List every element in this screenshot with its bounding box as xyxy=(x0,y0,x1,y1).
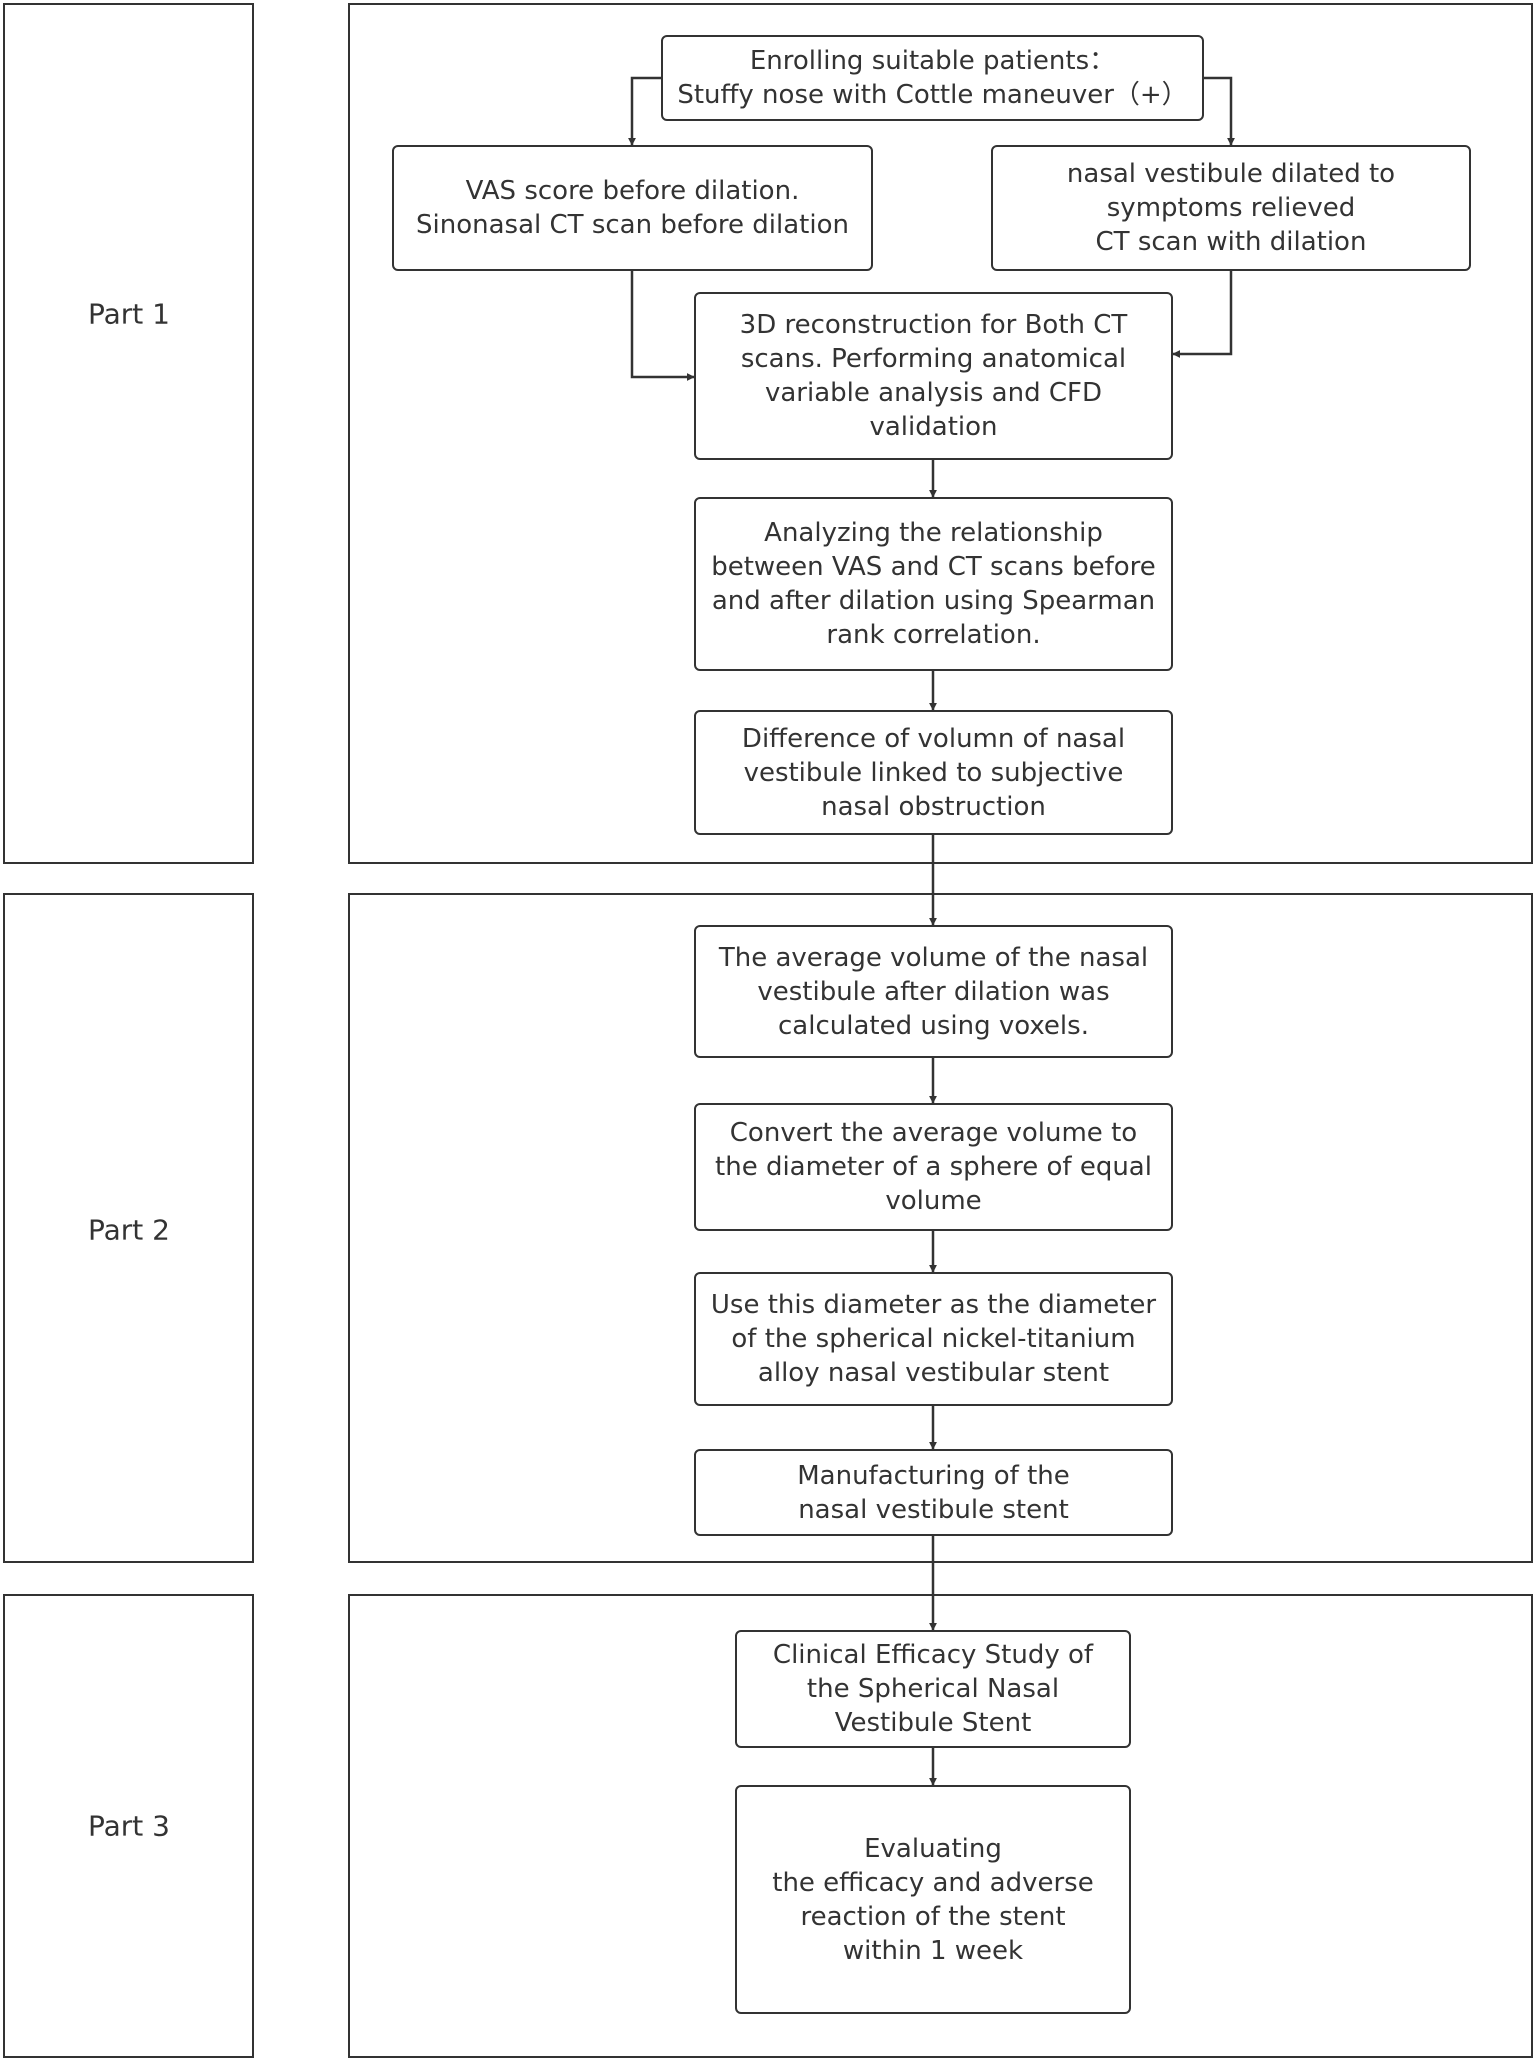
3d-reconstruction-box: 3D reconstruction for Both CT scans. Per… xyxy=(694,292,1173,460)
use-diameter-text: Use this diameter as the diameter of the… xyxy=(710,1290,1157,1388)
average-volume-box: The average volume of the nasal vestibul… xyxy=(694,925,1173,1058)
part2-label-panel xyxy=(3,893,254,1563)
clinical-efficacy-text: Clinical Efficacy Study of the Spherical… xyxy=(772,1640,1094,1738)
vas-before-dilation-text: VAS score before dilation. Sinonasal CT … xyxy=(416,176,849,240)
volume-difference-text: Difference of volumn of nasal vestibule … xyxy=(741,723,1126,822)
manufacturing-box: Manufacturing of the nasal vestibule ste… xyxy=(694,1449,1173,1536)
clinical-efficacy-box: Clinical Efficacy Study of the Spherical… xyxy=(735,1630,1131,1748)
part3-label-panel xyxy=(3,1594,254,2058)
evaluate-efficacy-text: Evaluating the efficacy and adverse reac… xyxy=(772,1833,1094,1966)
part2-label: Part 2 xyxy=(88,1213,170,1247)
part3-label: Part 3 xyxy=(88,1809,170,1843)
convert-diameter-text: Convert the average volume to the diamet… xyxy=(715,1118,1152,1216)
arrow-enroll-to-dilated xyxy=(1204,76,1235,146)
vas-before-dilation-box: VAS score before dilation. Sinonasal CT … xyxy=(392,145,873,271)
convert-diameter-box: Convert the average volume to the diamet… xyxy=(694,1103,1173,1231)
evaluate-efficacy-box: Evaluating the efficacy and adverse reac… xyxy=(735,1785,1131,2014)
vestibule-dilated-box: nasal vestibule dilated to symptoms reli… xyxy=(991,145,1471,271)
part1-label: Part 1 xyxy=(88,297,170,331)
3d-reconstruction-text: 3D reconstruction for Both CT scans. Per… xyxy=(739,310,1128,442)
analyze-relationship-text: Analyzing the relationship between VAS a… xyxy=(711,518,1156,650)
manufacturing-text: Manufacturing of the nasal vestibule ste… xyxy=(797,1460,1070,1525)
enroll-patients-text: Enrolling suitable patients： Stuffy nose… xyxy=(677,46,1188,110)
vestibule-dilated-text: nasal vestibule dilated to symptoms reli… xyxy=(1066,159,1396,257)
part1-label-panel xyxy=(3,3,254,864)
arrow-vas-to-recon xyxy=(630,271,695,381)
arrow-dilated-to-recon xyxy=(1172,271,1233,358)
enroll-patients-box: Enrolling suitable patients： Stuffy nose… xyxy=(661,35,1204,121)
average-volume-text: The average volume of the nasal vestibul… xyxy=(718,942,1149,1041)
use-diameter-box: Use this diameter as the diameter of the… xyxy=(694,1272,1173,1406)
arrow-enroll-to-vas xyxy=(628,76,661,146)
analyze-relationship-box: Analyzing the relationship between VAS a… xyxy=(694,497,1173,671)
volume-difference-box: Difference of volumn of nasal vestibule … xyxy=(694,710,1173,835)
